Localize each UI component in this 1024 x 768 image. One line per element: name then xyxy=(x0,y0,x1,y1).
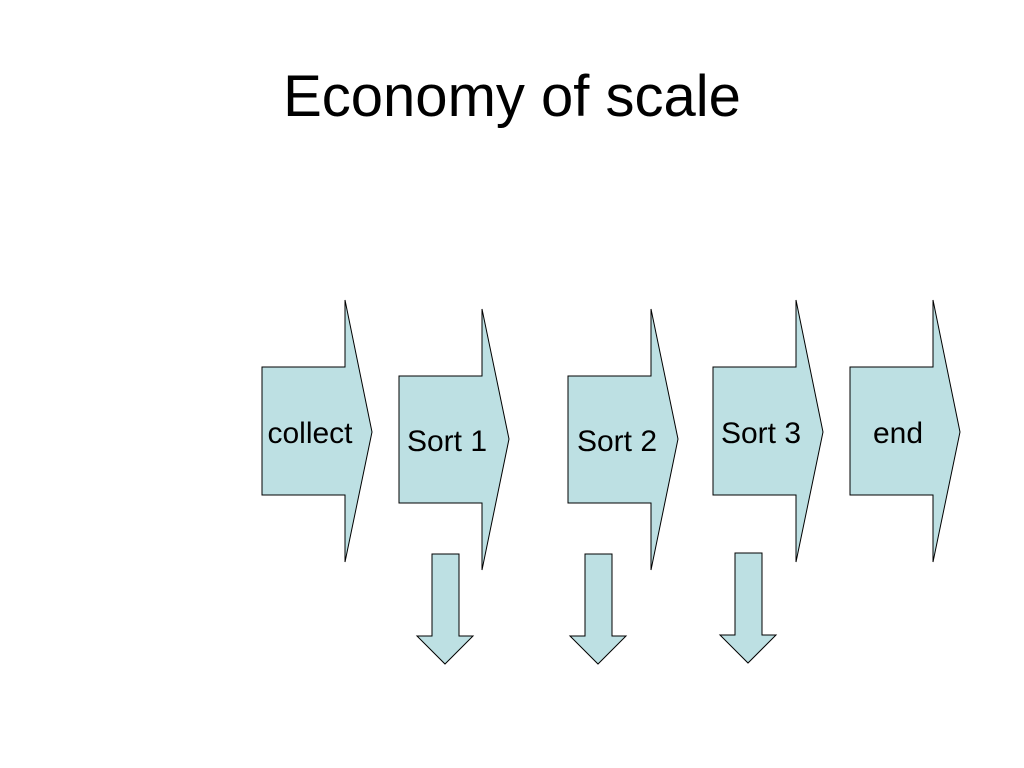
down-arrow-icon xyxy=(568,553,628,665)
process-step-collect: collect xyxy=(261,299,373,563)
process-step-sort-2: Sort 2 xyxy=(567,308,679,571)
step-label-collect: collect xyxy=(267,417,353,450)
process-step-sort-1: Sort 1 xyxy=(398,308,510,571)
right-arrow-icon xyxy=(712,299,824,563)
right-arrow-icon xyxy=(261,299,373,563)
slide-title: Economy of scale xyxy=(283,64,741,129)
process-step-sort-3: Sort 3 xyxy=(712,299,824,563)
down-arrow-icon xyxy=(415,553,475,665)
right-arrow-icon xyxy=(567,308,679,571)
process-step-end: end xyxy=(849,299,961,563)
down-arrow-icon xyxy=(718,552,778,664)
step-label-sort-1: Sort 1 xyxy=(407,425,487,458)
right-arrow-icon xyxy=(849,299,961,563)
right-arrow-icon xyxy=(398,308,510,571)
step-label-sort-2: Sort 2 xyxy=(577,425,657,458)
step-label-end: end xyxy=(873,417,923,450)
step-label-sort-3: Sort 3 xyxy=(721,417,801,450)
